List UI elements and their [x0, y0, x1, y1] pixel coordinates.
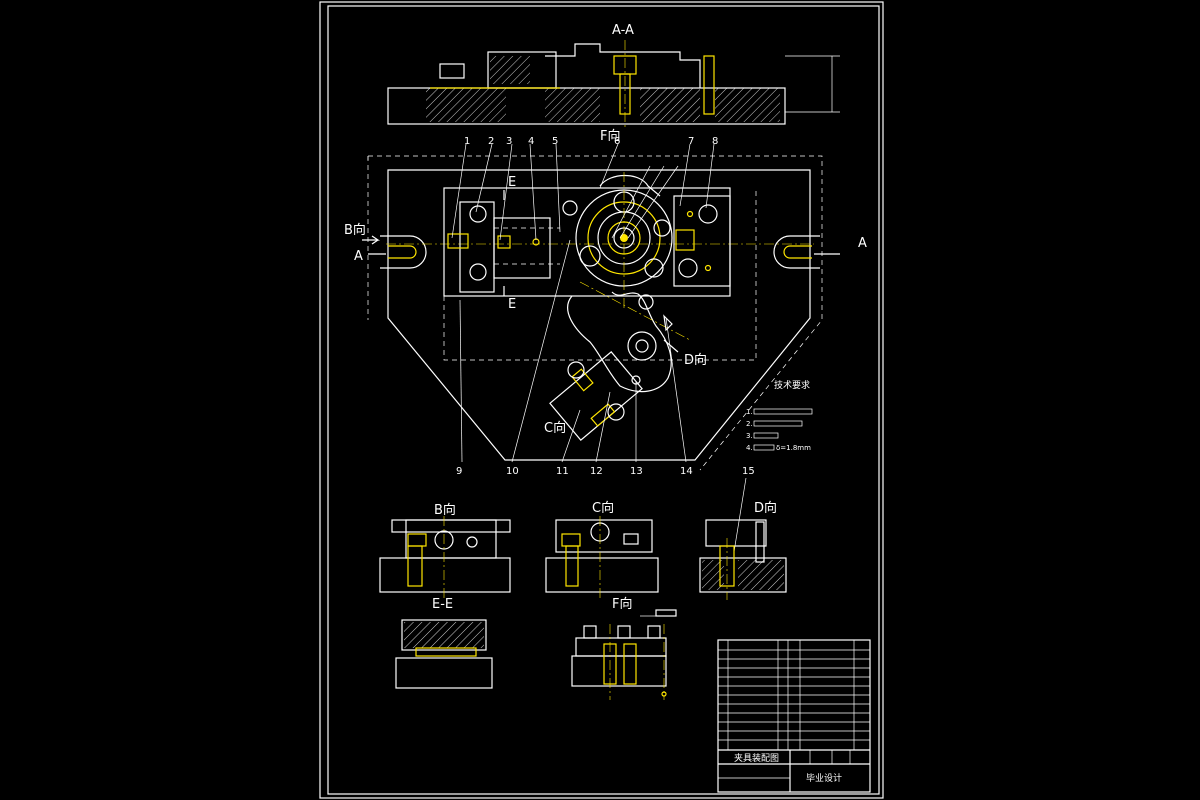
- cut-e-top: E: [508, 175, 516, 190]
- dir-b-label: B向: [344, 222, 366, 238]
- callout: 15: [742, 466, 755, 477]
- callout: 3: [506, 136, 512, 147]
- callout: 8: [712, 136, 718, 147]
- tech-req-item-4-value: δ=1.8mm: [776, 444, 811, 452]
- view-b: B向: [379, 502, 511, 600]
- callout: 10: [506, 466, 519, 477]
- tech-req-item-1: 1.: [746, 408, 753, 416]
- tech-req-item-2: 2.: [746, 420, 753, 428]
- outer-border: [319, 1, 884, 799]
- tech-req-item-4: 4.: [746, 444, 753, 452]
- section-ee-label: E-E: [432, 597, 453, 612]
- main-plan-view: F向 A A B向 E E: [344, 128, 867, 471]
- drawing-name: 夹具装配图: [734, 752, 779, 764]
- view-d: D向: [699, 500, 787, 600]
- view-c: C向: [545, 500, 659, 600]
- callout: 12: [590, 466, 603, 477]
- tech-requirements: 技术要求 1. 2. 3. 4. δ=1.8mm: [746, 379, 813, 452]
- view-f-top-label: F向: [600, 128, 620, 144]
- callout: 7: [688, 136, 694, 147]
- callout: 11: [556, 466, 569, 477]
- view-f-label: F向: [612, 596, 632, 612]
- view-c-label: C向: [592, 500, 614, 516]
- callout: 6: [614, 136, 620, 147]
- section-aa-label: A-A: [612, 23, 634, 38]
- section-aa-view: A-A: [387, 23, 840, 128]
- callout: 4: [528, 136, 534, 147]
- inner-border: [327, 5, 880, 795]
- section-ee: E-E: [395, 597, 493, 689]
- tech-req-item-3: 3.: [746, 432, 753, 440]
- cut-a-left: A: [354, 249, 363, 264]
- cut-a-right: A: [858, 236, 867, 251]
- callout: 5: [552, 136, 558, 147]
- callout: 9: [456, 466, 462, 477]
- callout-numbers: 1 2 3 4 5 6 7 8 9 10 11 12 13 14 15: [456, 136, 755, 477]
- callout: 13: [630, 466, 643, 477]
- cut-e-bottom: E: [508, 297, 516, 312]
- dir-d-label: D向: [684, 352, 707, 368]
- view-f: F向: [571, 596, 677, 700]
- title-block: 夹具装配图 毕业设计: [717, 639, 871, 793]
- view-d-label: D向: [754, 500, 777, 516]
- callout: 1: [464, 136, 470, 147]
- callout: 14: [680, 466, 693, 477]
- tech-req-title: 技术要求: [774, 379, 810, 391]
- dir-c-label: C向: [544, 420, 566, 436]
- leader-lines: [451, 143, 747, 553]
- callout: 2: [488, 136, 494, 147]
- view-b-label: B向: [434, 502, 456, 518]
- project-name: 毕业设计: [806, 772, 842, 784]
